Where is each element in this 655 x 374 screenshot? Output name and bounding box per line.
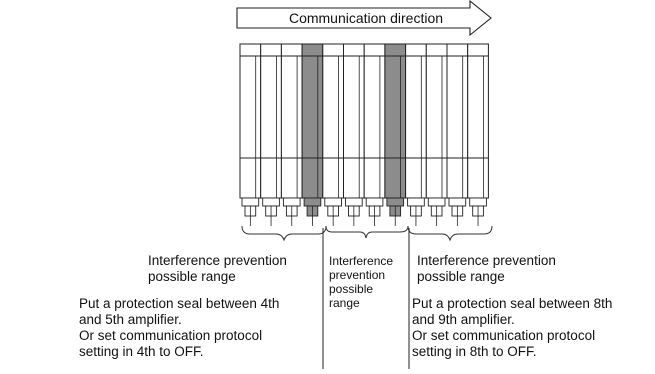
amplifier-unit-11	[446, 43, 469, 226]
amplifier-unit-2	[260, 43, 282, 226]
amplifier-unit-6	[343, 43, 365, 226]
note-left-line3: Or set communication protocol	[79, 328, 263, 343]
amplifier-connector	[241, 197, 260, 207]
amplifier-body	[446, 43, 469, 159]
amplifier-unit-4	[301, 43, 324, 226]
amplifier-body	[260, 43, 282, 159]
range-middle-line4: range	[329, 296, 360, 310]
amplifier-unit-1	[239, 43, 262, 226]
note-right-line4: setting in 8th to OFF.	[412, 344, 537, 359]
amplifier-unit-3	[280, 43, 303, 226]
brace-middle	[325, 225, 409, 239]
amplifier-lower	[363, 157, 386, 199]
amplifier-unit-10	[425, 43, 448, 226]
amplifier-lower	[343, 157, 365, 199]
amplifier-body	[343, 43, 365, 159]
range-right-line1: Interference prevention	[417, 253, 556, 268]
note-right-line3: Or set communication protocol	[412, 328, 596, 343]
amplifier-lower	[322, 157, 344, 199]
range-middle-line3: possible	[329, 282, 374, 296]
range-label-left: Interference prevention possible range	[148, 253, 287, 285]
amplifier-unit-8	[384, 43, 407, 226]
amplifier-connector	[324, 197, 342, 207]
range-left-line1: Interference prevention	[148, 253, 287, 268]
amplifier-lower	[467, 157, 489, 199]
amplifier-body	[384, 43, 407, 159]
range-label-right: Interference prevention possible range	[417, 253, 556, 285]
range-middle-line1: Interference	[329, 254, 394, 268]
amplifier-connector	[407, 197, 425, 207]
amplifier-lower	[446, 157, 469, 199]
amplifier-connector	[365, 197, 384, 207]
amplifier-unit-5	[322, 43, 344, 226]
range-middle-line2: prevention	[329, 268, 386, 282]
amplifier-body	[405, 43, 427, 159]
note-left-line4: setting in 4th to OFF.	[79, 344, 204, 359]
amplifier-lower	[384, 157, 407, 199]
brace-right	[407, 225, 493, 242]
brace-left	[241, 225, 327, 242]
amplifier-connector	[262, 197, 280, 207]
amplifier-lower	[405, 157, 427, 199]
range-left-line2: possible range	[148, 269, 236, 284]
amplifier-body	[239, 43, 262, 159]
note-right: Put a protection seal between 8th and 9t…	[412, 296, 653, 360]
amplifier-connector	[386, 197, 405, 207]
range-right-line2: possible range	[417, 269, 505, 284]
amplifier-body	[363, 43, 386, 159]
amplifier-connector	[448, 197, 467, 207]
note-left-line2: and 5th amplifier.	[79, 312, 182, 327]
amplifier-connector	[345, 197, 363, 207]
amplifier-body	[425, 43, 448, 159]
note-left: Put a protection seal between 4th and 5t…	[79, 296, 319, 360]
note-left-line1: Put a protection seal between 4th	[79, 296, 280, 311]
amplifier-group	[239, 43, 489, 226]
amplifier-unit-9	[405, 43, 427, 226]
amplifier-lower	[425, 157, 448, 199]
amplifier-body	[301, 43, 324, 159]
amplifier-lower	[239, 157, 262, 199]
amplifier-body	[322, 43, 344, 159]
note-right-line2: and 9th amplifier.	[412, 312, 515, 327]
amplifier-lower	[260, 157, 282, 199]
amplifier-body	[467, 43, 489, 159]
note-right-line1: Put a protection seal between 8th	[412, 296, 613, 311]
amplifier-connector	[427, 197, 446, 207]
amplifier-unit-12	[467, 43, 489, 226]
amplifier-connector	[469, 197, 487, 207]
direction-arrow-label: Communication direction	[289, 10, 443, 26]
amplifier-lower	[280, 157, 303, 199]
amplifier-unit-7	[363, 43, 386, 226]
range-label-middle: Interference prevention possible range	[329, 254, 393, 310]
direction-arrow	[236, 0, 492, 37]
amplifier-lower	[301, 157, 324, 199]
amplifier-body	[280, 43, 303, 159]
amplifier-connector	[303, 197, 322, 207]
amplifier-connector	[282, 197, 301, 207]
